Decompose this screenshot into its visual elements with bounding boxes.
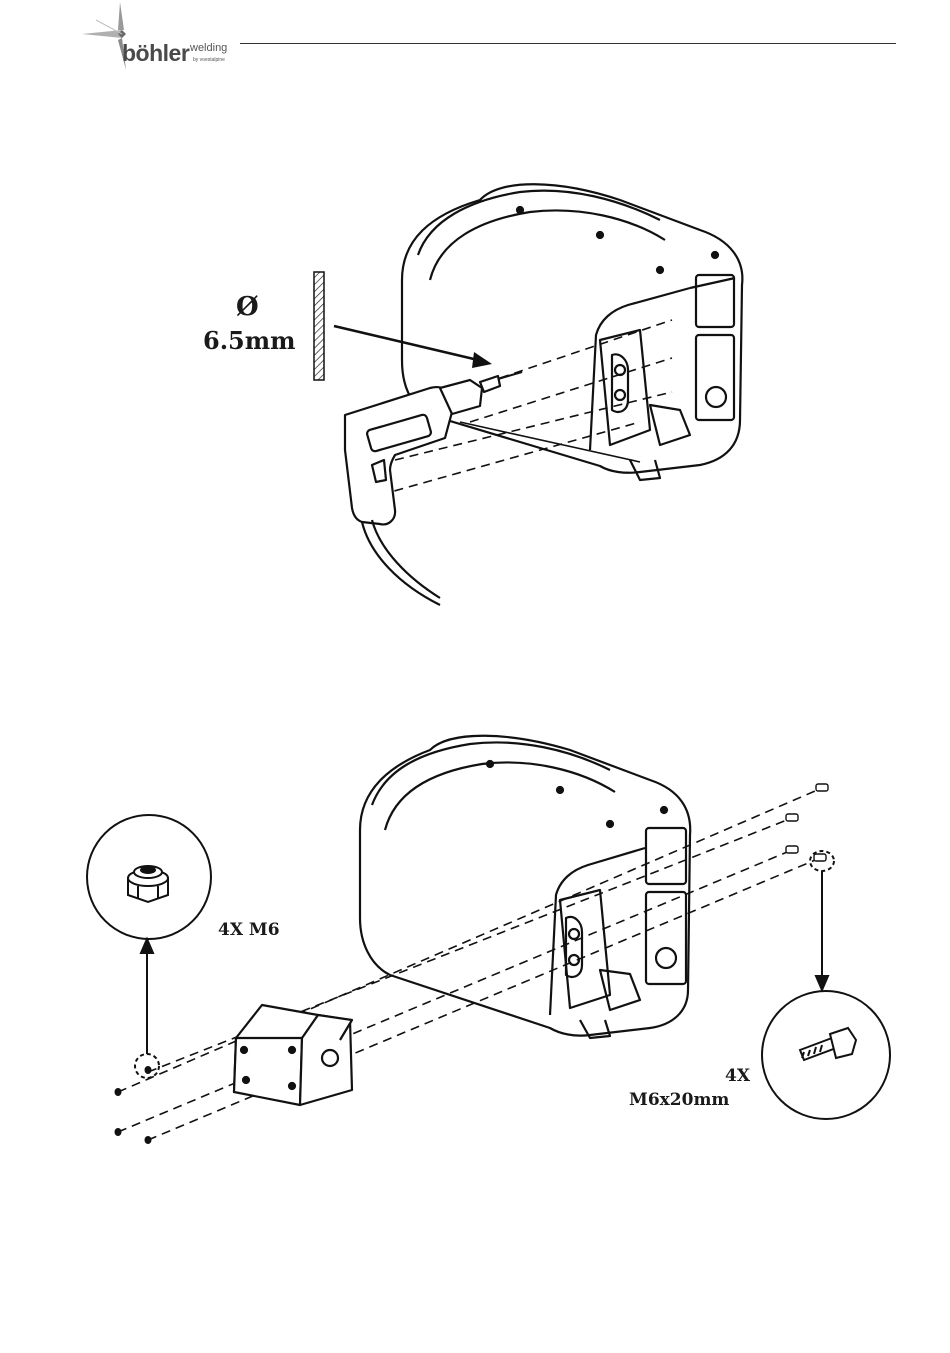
- mounting-drawing: [0, 720, 950, 1160]
- header-rule: [240, 43, 896, 44]
- bolt-alignment-lines: [118, 788, 822, 1140]
- brand-suffix: welding: [190, 42, 227, 54]
- bit-diameter-reference: [314, 272, 324, 380]
- nut-quantity-label: 4X M6: [218, 920, 280, 940]
- electric-drill-icon: [345, 372, 522, 605]
- bolt-detail: [762, 851, 890, 1119]
- welder-machine-icon: [360, 736, 690, 1038]
- drill-drawing: [0, 160, 950, 620]
- bolt-icon: [800, 1028, 856, 1060]
- drill-guide-solid: [460, 422, 640, 462]
- nut-detail: [87, 815, 211, 1078]
- drill-diameter-symbol: Ø: [236, 292, 259, 322]
- brand-name: böhler: [122, 40, 189, 67]
- welder-machine-icon: [402, 184, 742, 480]
- arrow-icon: [334, 326, 492, 368]
- page-header: böhler welding by voestalpine: [0, 0, 950, 80]
- drill-diameter-value: 6.5mm: [203, 326, 296, 355]
- bolt-ends: [786, 784, 828, 861]
- mounting-illustration: 4X M6 4X M6x20mm: [0, 720, 950, 1160]
- drill-illustration: Ø 6.5mm: [0, 160, 950, 620]
- brand-by: by voestalpine: [193, 57, 225, 63]
- bolt-quantity-label: 4X: [725, 1066, 750, 1086]
- mounting-bracket-icon: [234, 1005, 352, 1105]
- bolt-size-label: M6x20mm: [629, 1090, 729, 1110]
- nut-icon: [128, 866, 168, 902]
- screw-ends: [115, 1066, 152, 1144]
